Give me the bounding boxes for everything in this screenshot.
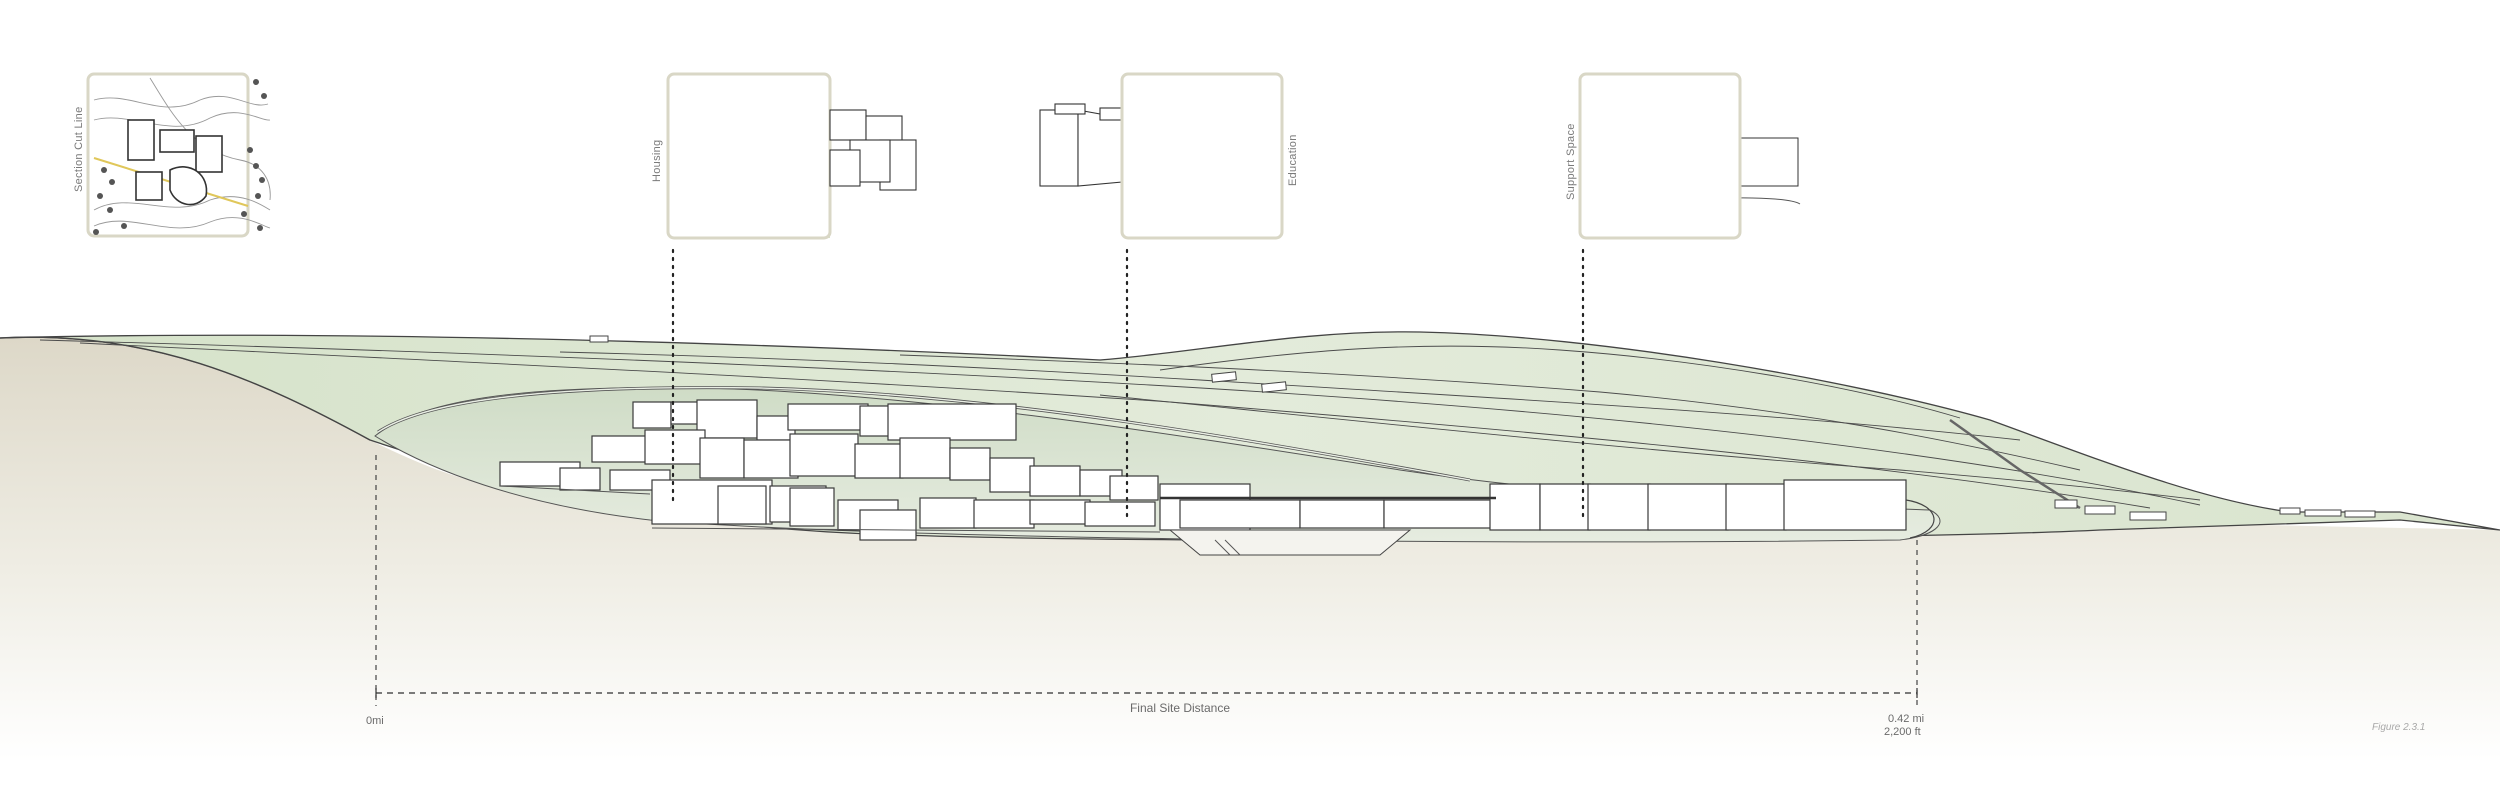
scale-end-miles-label: 0.42 mi (1888, 713, 1924, 725)
education-label: Education (1287, 134, 1299, 186)
education-support-buildings (1159, 479, 1935, 556)
key-plan-map: Section Cut Line (73, 72, 271, 238)
key-plan-label: Section Cut Line (73, 106, 85, 192)
inset-education: Education (1039, 72, 1299, 240)
callout-leaders (671, 248, 1585, 522)
housing-label: Housing (651, 140, 663, 182)
inset-housing: Housing (651, 72, 917, 240)
housing-buildings (499, 399, 1161, 541)
scale-center-label: Final Site Distance (1130, 701, 1230, 715)
scale-start-label: 0mi (366, 715, 384, 727)
figure-label: Figure 2.3.1 (2372, 722, 2425, 733)
scale-end-feet-label: 2,200 ft (1884, 726, 1921, 738)
inset-support-space: Support Space (1565, 72, 1801, 240)
support-space-label: Support Space (1565, 123, 1577, 200)
site-distance-dimension: 0mi Final Site Distance 0.42 mi 2,200 ft (366, 455, 1924, 738)
